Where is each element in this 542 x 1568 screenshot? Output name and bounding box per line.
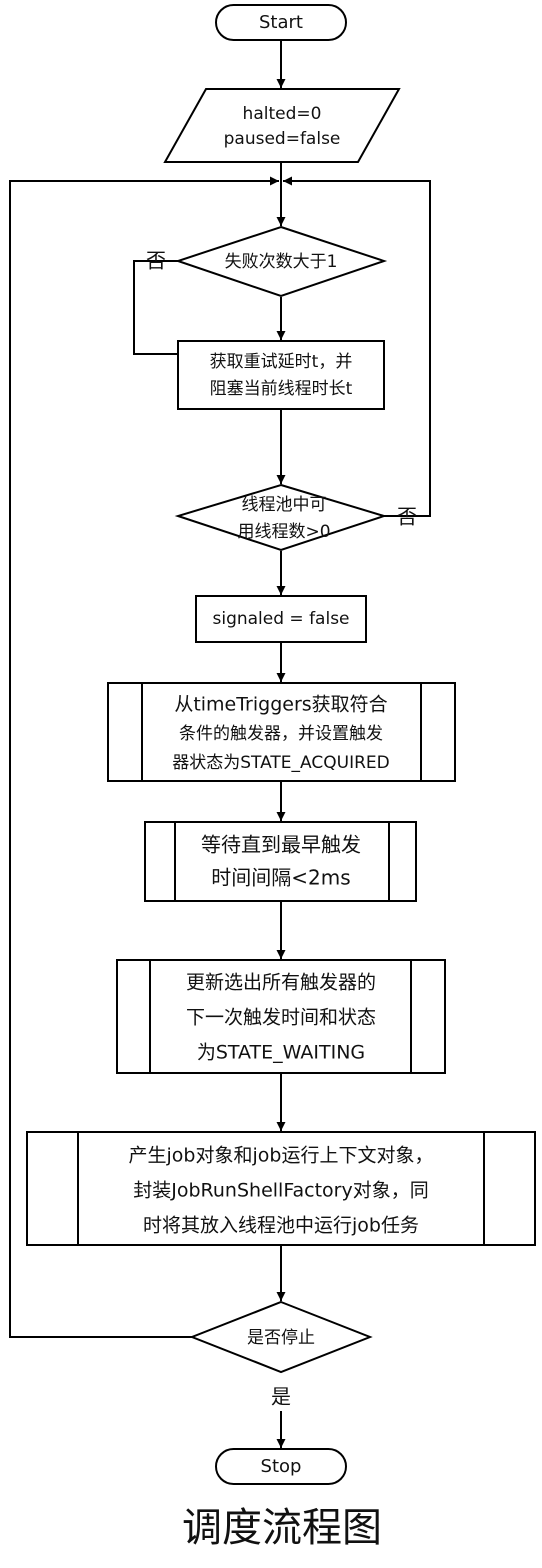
stop-check-yes-label: 是	[271, 1385, 291, 1409]
produce-line-2: 封装JobRunShellFactory对象，同	[133, 1180, 428, 1202]
wait-until-fire-subprocess: 等待直到最早触发 时间间隔<2ms	[144, 821, 417, 902]
threads-check-no-label: 否	[397, 505, 417, 529]
start-label: Start	[259, 12, 303, 33]
start-terminator: Start	[215, 4, 347, 41]
fail-check-no-label: 否	[146, 249, 166, 273]
signaled-label: signaled = false	[212, 609, 349, 629]
update-line-3: 为STATE_WAITING	[197, 1042, 365, 1064]
edges	[9, 40, 431, 1448]
stop-check-label: 是否停止	[247, 1328, 315, 1348]
produce-job-subprocess: 产生job对象和job运行上下文对象， 封装JobRunShellFactory…	[26, 1131, 536, 1246]
edge-loop-back-left	[9, 176, 279, 1338]
edge-threads-no-loop-right	[283, 176, 431, 517]
produce-line-3: 时将其放入线程池中运行job任务	[143, 1215, 419, 1237]
thread-availability-decision: 线程池中可 用线程数>0	[174, 483, 388, 552]
produce-line-1: 产生job对象和job运行上下文对象，	[129, 1145, 434, 1167]
threads-line-1: 线程池中可	[242, 495, 327, 515]
init-io-node: halted=0 paused=false	[163, 88, 401, 163]
stop-terminator: Stop	[215, 1448, 347, 1485]
init-line-2: paused=false	[224, 129, 341, 149]
threads-line-2: 用线程数>0	[237, 522, 330, 542]
stop-label: Stop	[261, 1456, 302, 1477]
acquire-line-1: 从timeTriggers获取符合	[174, 694, 387, 716]
fail-count-decision: 失败次数大于1	[174, 225, 388, 298]
diagram-caption: 调度流程图	[182, 1505, 382, 1551]
retry-delay-process: 获取重试延时t，并 阻塞当前线程时长t	[177, 340, 385, 410]
update-line-1: 更新选出所有触发器的	[186, 972, 376, 994]
acquire-line-2: 条件的触发器，并设置触发	[179, 724, 383, 744]
retry-line-2: 阻塞当前线程时长t	[210, 379, 353, 399]
update-line-2: 下一次触发时间和状态	[186, 1007, 376, 1029]
wait-line-2: 时间间隔<2ms	[211, 866, 350, 890]
update-triggers-subprocess: 更新选出所有触发器的 下一次触发时间和状态 为STATE_WAITING	[116, 959, 446, 1074]
signaled-process: signaled = false	[195, 595, 367, 643]
stop-decision: 是否停止	[189, 1300, 373, 1374]
wait-line-1: 等待直到最早触发	[201, 833, 361, 857]
acquire-triggers-subprocess: 从timeTriggers获取符合 条件的触发器，并设置触发 器状态为STATE…	[107, 682, 456, 782]
fail-check-label: 失败次数大于1	[225, 252, 338, 272]
acquire-line-3: 器状态为STATE_ACQUIRED	[172, 753, 389, 773]
retry-line-1: 获取重试延时t，并	[210, 352, 353, 372]
init-line-1: halted=0	[243, 104, 322, 124]
